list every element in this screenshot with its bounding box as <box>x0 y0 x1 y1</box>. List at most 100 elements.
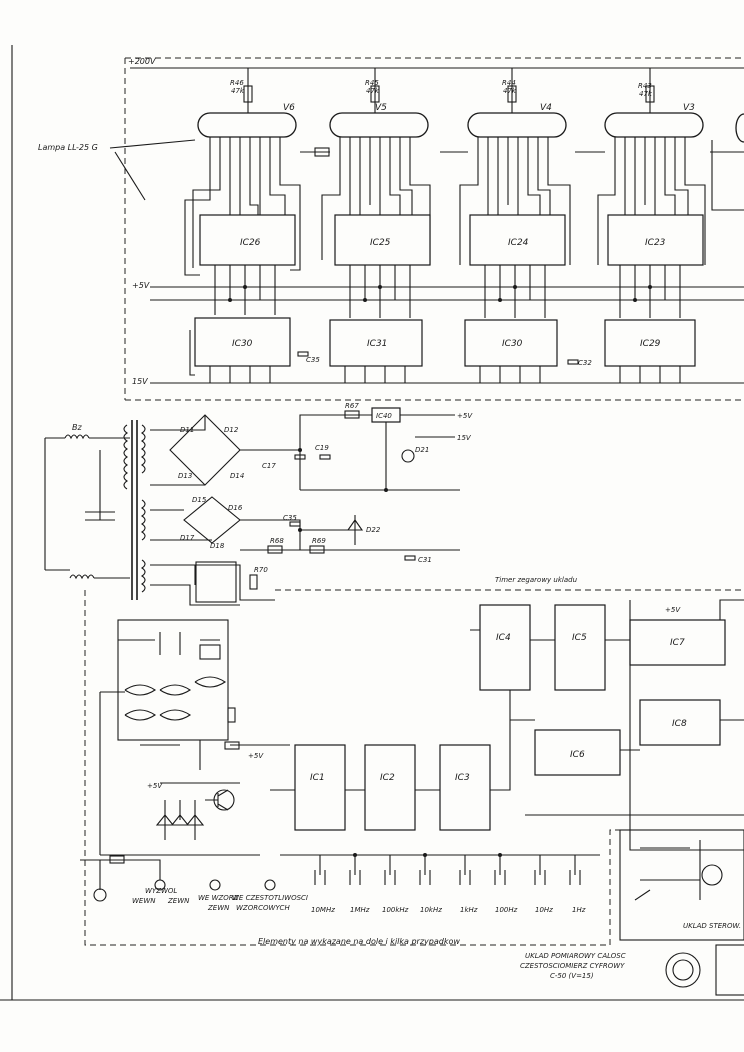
junctions <box>228 285 652 857</box>
counter-ic29: IC29 <box>640 339 661 349</box>
title-line2: CZESTOSCIOMIERZ CYFROWY <box>520 962 625 970</box>
decoder-ic23: IC23 <box>645 238 666 248</box>
connector-socket-icon <box>665 952 701 988</box>
input-wzorcowych-label: WZORCOWYCH <box>236 904 290 912</box>
tube-v6: R46 47k V6 IC26 IC30 <box>184 68 301 383</box>
zener-d22: D22 <box>366 526 381 534</box>
tube-type-note: Lampa LL-25 G <box>38 143 98 152</box>
tube-v3-label: V3 <box>683 103 695 113</box>
counter-ic2: IC2 <box>380 773 395 783</box>
counter-ic30b: IC30 <box>502 339 523 349</box>
range-100hz[interactable]: 100Hz <box>495 906 518 914</box>
cap-c19: C19 <box>315 444 329 452</box>
diode-d16: D16 <box>228 504 243 512</box>
svg-text:+5V: +5V <box>248 752 264 760</box>
tube-v6-res: R46 <box>230 79 244 87</box>
v5-rail-label: +5V <box>132 281 150 290</box>
diode-d12: D12 <box>224 426 239 434</box>
counter-ic30a: IC30 <box>232 339 253 349</box>
regulator-ic40: IC40 <box>376 412 392 420</box>
switch-wyzwol-label: WYZWOL <box>145 887 177 895</box>
note-arrow <box>109 139 196 149</box>
res-r68: R68 <box>270 537 284 545</box>
switch-zewn-label: ZEWN <box>167 897 190 905</box>
power-supply: Bz D11 D12 D13 D14 C17 C19 IC40 R67 +5V … <box>44 402 473 606</box>
cap-c35: C35 <box>283 514 297 522</box>
cap-c31: C31 <box>418 556 432 564</box>
decoder-ic24: IC24 <box>508 238 529 248</box>
input-bnc-icon[interactable] <box>209 879 221 891</box>
tube-v5-res: R45 <box>365 79 379 87</box>
ic-block-5v: +5V <box>665 606 681 614</box>
tube-v4-label: V4 <box>540 103 552 113</box>
decoder-ic25: IC25 <box>370 238 391 248</box>
title-line1: UKLAD POMIAROWY CALOSC <box>525 952 626 960</box>
ground-rail-label: 15V <box>132 377 148 386</box>
diode-d15: D15 <box>192 496 207 504</box>
title-line3: C-50 (V=15) <box>550 972 594 980</box>
psu-out-15v: 15V <box>457 434 472 442</box>
control-5v: +5V <box>147 782 163 790</box>
tube-v4: R44 47k V4 IC24 IC30 C32 <box>440 68 592 383</box>
ic-block-label: UKLAD STEROW. <box>683 922 741 930</box>
counter-ic3: IC3 <box>455 773 470 783</box>
res-r69: R69 <box>312 537 326 545</box>
range-100khz[interactable]: 100kHz <box>382 906 409 914</box>
counter-ic7: IC7 <box>670 638 685 648</box>
counter-ic1: IC1 <box>310 773 325 783</box>
bottom-note: Elementy na wykazane na dole i kilka prz… <box>258 937 460 946</box>
fuse-label: Bz <box>72 423 82 432</box>
diode-d18: D18 <box>210 542 225 550</box>
res-r70: R70 <box>254 566 268 574</box>
input-connectors: WYZWOL WEWN ZEWN WE WZORZ ZEWN WE CZESTO… <box>80 855 308 912</box>
counter-ic6: IC6 <box>570 750 585 760</box>
range-1khz[interactable]: 1kHz <box>460 906 478 914</box>
diode-d13: D13 <box>178 472 192 480</box>
tube-v3-res-val: 47k <box>639 90 653 98</box>
switch-wewn-icon[interactable] <box>154 879 166 891</box>
range-10mhz[interactable]: 10MHz <box>311 906 335 914</box>
range-1mhz[interactable]: 1MHz <box>350 906 370 914</box>
tube-v5: R45 47k V5 IC25 IC31 C35 <box>297 68 431 383</box>
psu-out-5v: +5V <box>457 412 473 420</box>
tube-v5-res-val: 47k <box>366 87 380 95</box>
control-board-frame <box>84 590 744 946</box>
timer-note: Timer zegarowy ukladu <box>495 576 578 584</box>
tube-v6-res-val: 47k <box>231 87 245 95</box>
display-board-frame <box>124 57 744 401</box>
range-10khz[interactable]: 10kHz <box>420 906 442 914</box>
counter-ic31: IC31 <box>367 339 387 349</box>
tube-v5-label: V5 <box>375 103 387 113</box>
input-wzorz-label: WE WZORZ <box>198 894 239 902</box>
range-10hz[interactable]: 10Hz <box>535 906 553 914</box>
counter-ic5: IC5 <box>572 633 587 643</box>
diode-d17: D17 <box>180 534 195 542</box>
range-1hz[interactable]: 1Hz <box>572 906 586 914</box>
standard-input-icon[interactable] <box>264 879 276 891</box>
svg-text:C35: C35 <box>306 356 320 364</box>
output-block: UKLAD STEROW. <box>619 829 744 941</box>
hv-rail-label: +200V <box>128 57 156 66</box>
range-selector: 10MHz 1MHz 100kHz 10kHz 1kHz 100Hz 10Hz … <box>280 854 600 914</box>
svg-text:D21: D21 <box>415 446 429 454</box>
tube-v4-res: R44 <box>502 79 516 87</box>
tube-v3-res: R43 <box>638 82 652 90</box>
res-r67: R67 <box>345 402 359 410</box>
note-arrow-2 <box>114 151 146 201</box>
diode-d14: D14 <box>230 472 244 480</box>
tube-v4-res-val: 47k <box>503 87 517 95</box>
cap-c17: C17 <box>262 462 276 470</box>
title-block-box <box>715 944 744 996</box>
control-logic: +5V +5V IC1 IC2 IC3 IC4 IC5 Timer zegaro… <box>99 576 744 856</box>
ground-terminal-icon <box>93 888 107 902</box>
switch-wewn-label: WEWN <box>132 897 156 905</box>
input-zewn-label: ZEWN <box>207 904 230 912</box>
counter-ic8: IC8 <box>672 719 687 729</box>
counter-ic4: IC4 <box>496 633 511 643</box>
tube-v3: R43 47k V3 IC23 IC29 <box>575 68 744 383</box>
tube-v6-label: V6 <box>283 103 295 113</box>
input-czest-label: WE CZESTOTLIWOSCI <box>232 894 308 902</box>
svg-text:C32: C32 <box>578 359 592 367</box>
